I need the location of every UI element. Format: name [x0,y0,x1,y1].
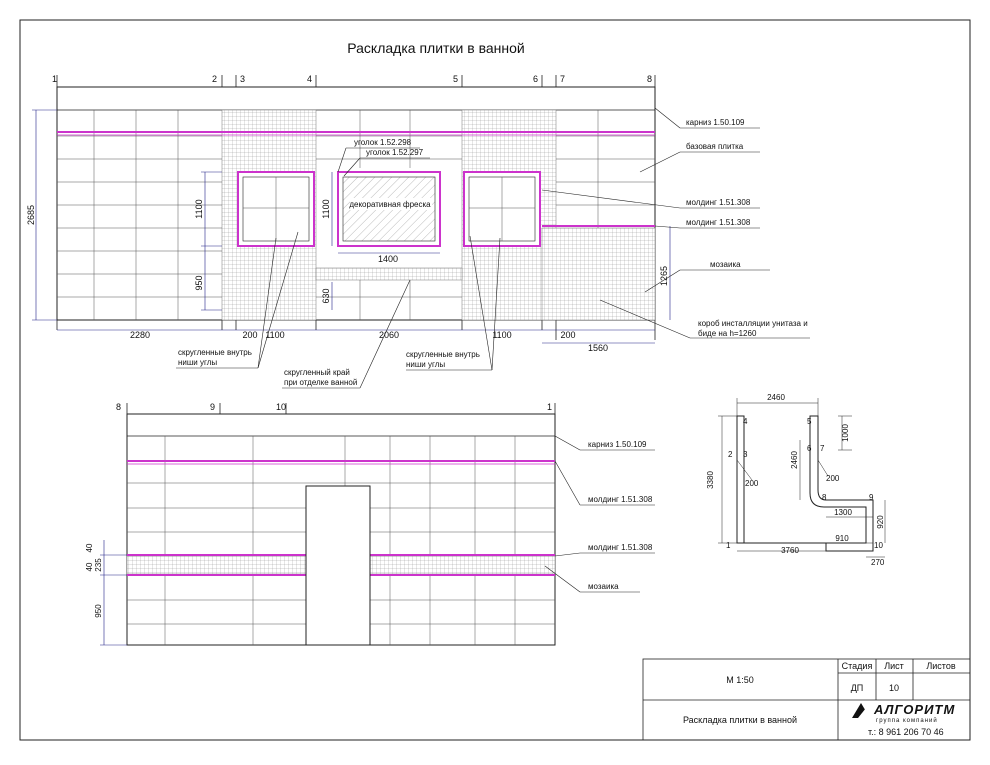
axis-label: 8 [647,74,652,84]
callout-rounded-edge: при отделке ванной [284,378,357,387]
axis-label: 8 [116,402,121,412]
callout-rounded-niche-right: скругленные внутрь [406,350,480,359]
dim-bottom-box: 1560 [588,343,608,353]
callout-box-line2: биде на h=1260 [698,329,757,338]
drawing-title: Раскладка плитки в ванной [347,40,524,56]
callout-rounded-niche-left: скругленные внутрь [178,348,252,357]
plan-dim: 2460 [790,451,799,469]
dim-left: 40 [85,543,94,552]
dim-niche-height: 1100 [194,199,204,218]
plan-point: 4 [743,417,748,426]
callout-box-line1: короб инсталляции унитаза и [698,319,808,328]
callout-molding: молдинг 1.51.308 [588,543,653,552]
callout-rounded-edge: скругленный край [284,368,350,377]
dim-bottom: 1100 [492,330,511,340]
callout-cornice: карниз 1.50.109 [588,440,647,449]
callout-molding: молдинг 1.51.308 [588,495,653,504]
stage-value: ДП [851,683,864,693]
axis-label: 5 [453,74,458,84]
plan-point: 2 [728,450,733,459]
dim-box-height: 1265 [659,266,669,286]
callout-corner-297: уголок 1.52.297 [366,148,424,157]
company-phone: т.: 8 961 206 70 46 [868,727,944,737]
plan-dim: 3760 [781,546,799,555]
axis-label: 3 [240,74,245,84]
callout-base-tile: базовая плитка [686,142,744,151]
axis-label: 7 [560,74,565,84]
fresco-label: декоративная фреска [349,200,431,209]
door-opening [305,485,371,646]
plan-dim: 200 [745,479,759,488]
title-block [642,658,971,741]
plan-dim: 1300 [834,508,852,517]
axis-label: 6 [533,74,538,84]
callout-molding: молдинг 1.51.308 [686,198,751,207]
dim-shelf-height: 630 [321,288,331,303]
dim-fresco-width: 1400 [378,254,398,264]
dim-left: 950 [94,604,103,618]
axis-label: 9 [210,402,215,412]
plan-point: 8 [822,493,827,502]
header-sheet: Лист [884,661,904,671]
dim-bottom: 2060 [379,330,399,340]
dim-fresco-height: 1100 [321,199,331,218]
dim-bottom: 200 [560,330,575,340]
axis-label: 4 [307,74,312,84]
callout-rounded-niche-left: ниши углы [178,358,217,367]
axis-label: 10 [276,402,286,412]
callout-corner-298: уголок 1.52.298 [354,138,412,147]
callout-molding: молдинг 1.51.308 [686,218,751,227]
plan-dim: 2460 [767,393,785,402]
bathroom-plan: 2460 1000 2460 3380 200 200 1300 920 910… [706,393,886,567]
dim-bottom: 200 [242,330,257,340]
sheet-frame [19,19,971,741]
plan-point: 7 [820,444,825,453]
plan-dim: 920 [876,515,885,529]
callout-cornice: карниз 1.50.109 [686,118,745,127]
plan-point: 5 [807,417,812,426]
header-stage: Стадия [842,661,873,671]
dim-left: 235 [94,558,103,572]
plan-dim: 200 [826,474,840,483]
dim-niche-base: 950 [194,275,204,290]
logo-text: АЛГОРИТМ [873,702,956,717]
dim-bottom: 2280 [130,330,150,340]
scale-label: М 1:50 [726,675,754,685]
plan-point: 9 [869,493,874,502]
plan-point: 3 [743,450,748,459]
axis-label: 1 [52,74,57,84]
header-sheets: Листов [926,661,955,671]
dim-left: 40 [85,562,94,571]
plan-dim: 3380 [706,471,715,489]
drawing-name: Раскладка плитки в ванной [683,715,797,725]
wall-elevation-2: 8 9 10 1 [85,402,655,646]
callout-mosaic: мозаика [710,260,741,269]
axis-label: 1 [547,402,552,412]
plan-point: 1 [726,541,731,550]
plan-dim: 270 [871,558,885,567]
axis-label: 2 [212,74,217,84]
wall-elevation-1: 1 2 3 4 5 6 7 8 [26,74,810,389]
company-logo: АЛГОРИТМ группа компаний [852,702,956,724]
plan-dim: 1000 [841,424,850,442]
dim-bottom: 1100 [265,330,284,340]
plan-point: 6 [807,444,812,453]
sheet-value: 10 [889,683,899,693]
dim-wall-height: 2685 [26,205,36,225]
callout-mosaic: мозаика [588,582,619,591]
plan-dim: 910 [835,534,849,543]
logo-subtitle: группа компаний [876,717,938,724]
plan-point: 10 [874,541,883,550]
callout-rounded-niche-right: ниши углы [406,360,445,369]
